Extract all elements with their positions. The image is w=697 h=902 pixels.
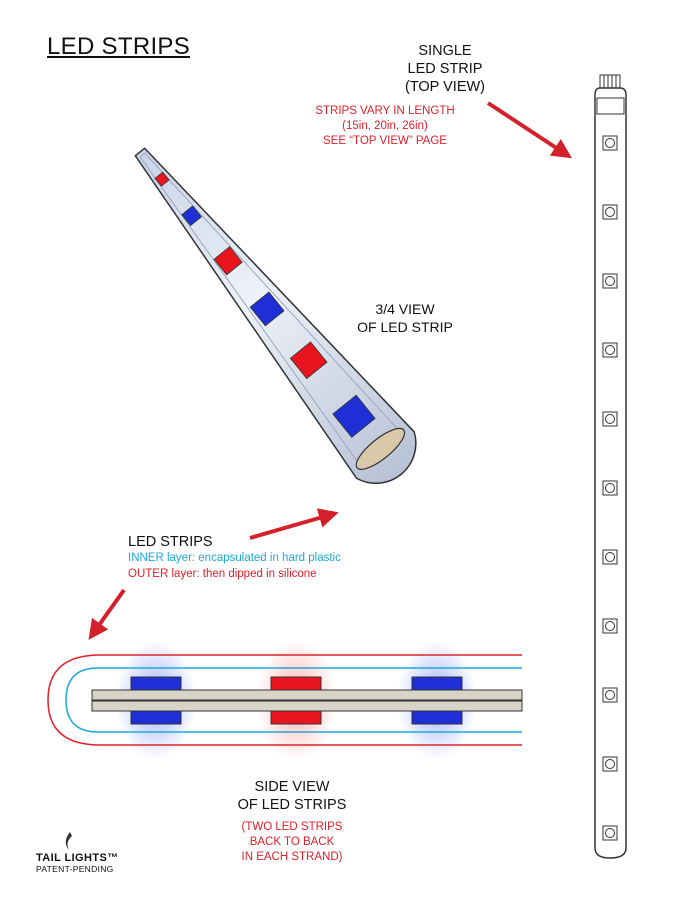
- three-quarter-strip: [134, 147, 417, 485]
- length-note-line: (15in, 20in, 26in): [342, 120, 428, 132]
- top-view-label-line: LED STRIP: [407, 61, 483, 77]
- led-red: [213, 246, 243, 276]
- top-view-led-lens: [605, 345, 615, 355]
- side-view-note: (TWO LED STRIPS BACK TO BACK IN EACH STR…: [222, 820, 362, 865]
- led-blue: [249, 291, 285, 327]
- brand-name: TAIL LIGHTS™: [36, 852, 119, 864]
- side-view-note-line: BACK TO BACK: [249, 836, 335, 848]
- led-red: [270, 676, 322, 691]
- top-view-leds: [602, 135, 618, 841]
- led-blue: [411, 676, 463, 691]
- led-red: [270, 710, 322, 725]
- top-view-led-lens: [605, 207, 615, 217]
- top-view-label: SINGLE LED STRIP (TOP VIEW): [390, 42, 500, 96]
- top-view-led-lens: [605, 828, 615, 838]
- top-view-strip: [594, 74, 627, 859]
- outer-layer-note: OUTER layer: then dipped in silicone: [128, 568, 317, 580]
- top-view-led-lens: [605, 138, 615, 148]
- side-view-note-line: (TWO LED STRIPS: [241, 821, 343, 833]
- led-blue: [411, 710, 463, 725]
- led-red: [289, 341, 328, 380]
- top-view-led-lens: [605, 483, 615, 493]
- three-quarter-leds: [154, 171, 376, 438]
- led-red: [154, 171, 170, 187]
- arrow-to-three-quarter: [249, 508, 339, 540]
- top-view-led-lens: [605, 552, 615, 562]
- led-blue: [130, 676, 182, 691]
- side-view-label-line: OF LED STRIPS: [237, 797, 347, 813]
- top-view-label-line: SINGLE: [418, 43, 472, 59]
- led-blue: [181, 205, 203, 227]
- side-view-label: SIDE VIEW OF LED STRIPS: [222, 778, 362, 814]
- top-view-led-lens: [605, 621, 615, 631]
- arrow-to-top-view: [486, 101, 573, 159]
- top-view-led-lens: [605, 759, 615, 769]
- three-quarter-label: 3/4 VIEW OF LED STRIP: [345, 300, 465, 336]
- top-view-label-line: (TOP VIEW): [404, 79, 486, 95]
- top-view-led-lens: [605, 414, 615, 424]
- length-note: STRIPS VARY IN LENGTH (15in, 20in, 26in)…: [305, 104, 465, 149]
- layers-heading: LED STRIPS: [128, 534, 213, 550]
- flame-icon: [65, 832, 72, 850]
- brand-subtitle: PATENT-PENDING: [36, 864, 114, 874]
- side-view-note-line: IN EACH STRAND): [241, 851, 343, 863]
- length-note-line: STRIPS VARY IN LENGTH: [315, 105, 455, 117]
- length-note-line: SEE “TOP VIEW” PAGE: [323, 135, 447, 147]
- three-quarter-label-line: OF LED STRIP: [357, 319, 453, 335]
- top-view-led-lens: [605, 276, 615, 286]
- top-view-led-lens: [605, 690, 615, 700]
- side-view-label-line: SIDE VIEW: [254, 779, 330, 795]
- led-blue: [130, 710, 182, 725]
- arrow-to-side-view: [88, 588, 126, 640]
- side-view-strips: [47, 640, 523, 760]
- inner-layer-note: INNER layer: encapsulated in hard plasti…: [128, 552, 341, 564]
- led-blue: [332, 394, 376, 438]
- brand-logo: TAIL LIGHTS™ PATENT-PENDING: [36, 852, 119, 874]
- page-title: LED STRIPS: [47, 33, 191, 60]
- three-quarter-label-line: 3/4 VIEW: [375, 301, 435, 317]
